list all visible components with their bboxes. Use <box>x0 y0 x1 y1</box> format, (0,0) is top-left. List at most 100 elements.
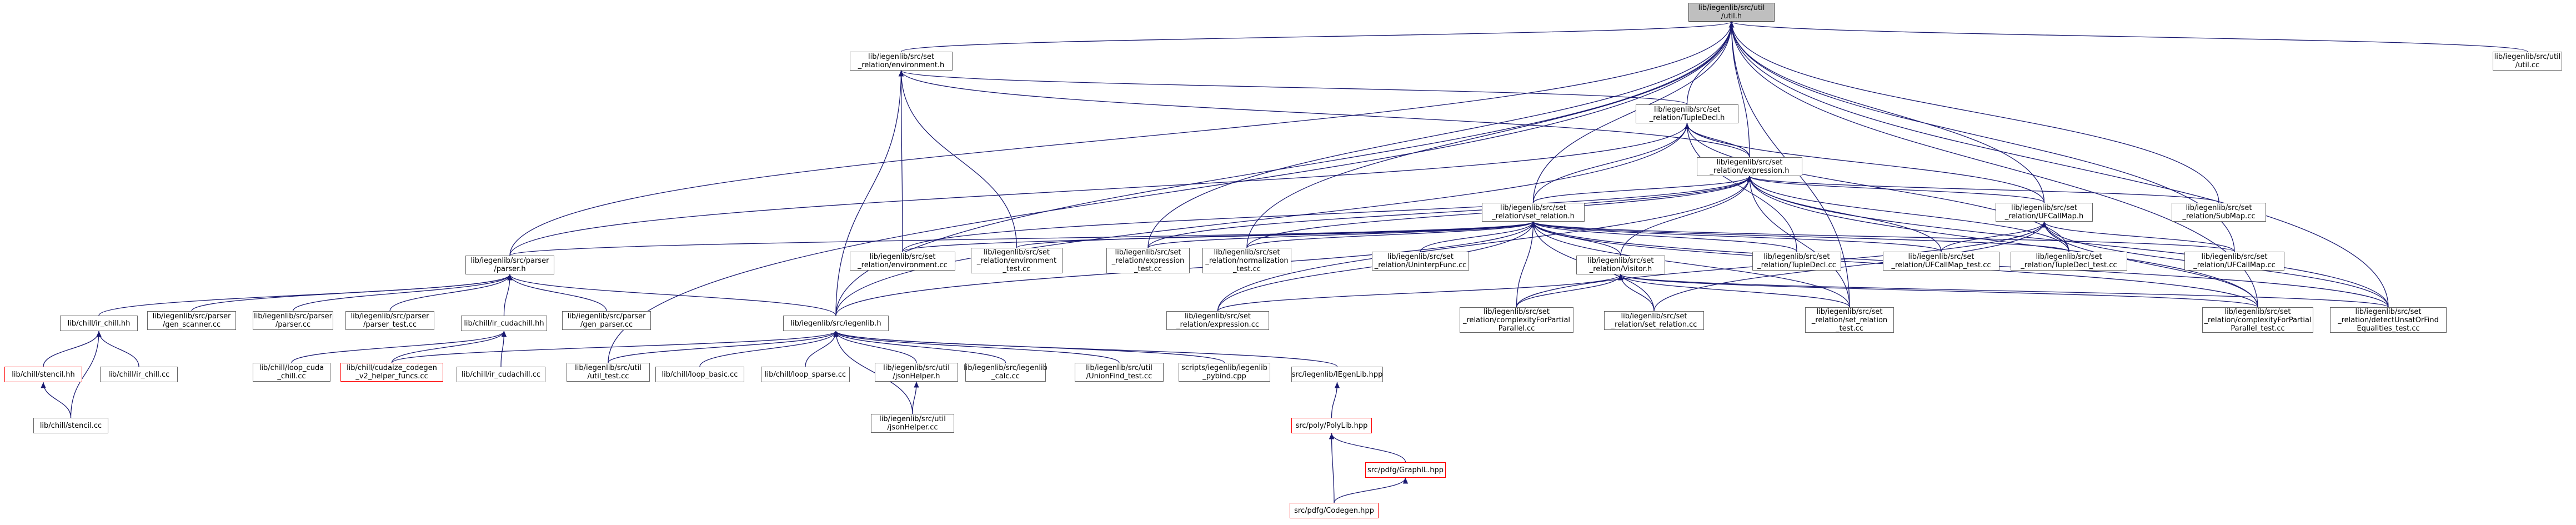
edge-cudachill-cc-to-cudachill-hh <box>500 331 507 367</box>
edge-expression-h-to-env-h <box>899 70 1750 158</box>
graph-node-ufcm-cc[interactable]: lib/iegenlib/src/set _relation/UFCallMap… <box>2184 252 2284 271</box>
graph-node-env-cc[interactable]: lib/iegenlib/src/set _relation/environme… <box>850 252 955 271</box>
graph-node-gen-scanner-cc[interactable]: lib/iegenlib/src/parser /gen_scanner.cc <box>147 311 236 330</box>
graph-node-label: src/pdfg/Codegen.hpp <box>1294 506 1374 515</box>
graph-node-jsonhelper-h[interactable]: lib/iegenlib/src/util /jsonHelper.h <box>875 363 958 382</box>
graph-node-codegen-hpp[interactable]: src/pdfg/Codegen.hpp <box>1290 503 1379 518</box>
edge-unionfind-cc-to-iegenlib-h <box>833 331 1120 363</box>
graph-node-tupledecl-test-cc[interactable]: lib/iegenlib/src/set _relation/TupleDecl… <box>2011 252 2127 271</box>
graph-node-label: lib/chill/loop_sparse.cc <box>764 370 846 379</box>
graph-node-stencil-hh[interactable]: lib/chill/stencil.hh <box>4 367 82 382</box>
graph-node-visitor-h[interactable]: lib/iegenlib/src/set _relation/Visitor.h <box>1576 256 1665 274</box>
graph-node-calc-cc[interactable]: lib/iegenlib/src/iegenlib _calc.cc <box>964 363 1048 382</box>
graph-node-label: lib/iegenlib/src/set _relation/UFCallMap… <box>2193 253 2276 269</box>
graph-node-unionfind-cc[interactable]: lib/iegenlib/src/util /UnionFind_test.cc <box>1075 363 1164 382</box>
graph-node-label: lib/iegenlib/src/set _relation/expressio… <box>1111 248 1185 273</box>
edge-codegen-hpp-to-graphil-hpp <box>1334 477 1409 503</box>
graph-node-util-cc[interactable]: lib/iegenlib/src/util /util.cc <box>2493 52 2562 71</box>
edge-setrel-test-cc-to-visitor-h <box>1618 274 1850 308</box>
graph-node-parser-test-cc[interactable]: lib/iegenlib/src/parser /parser_test.cc <box>345 311 434 330</box>
graph-node-submap-cc[interactable]: lib/iegenlib/src/set _relation/SubMap.cc <box>2172 203 2266 222</box>
graph-node-pybind-cpp[interactable]: scripts/iegenlib/iegenlib _pybind.cpp <box>1179 363 1270 382</box>
graph-node-label: src/poly/PolyLib.hpp <box>1295 421 1368 430</box>
graph-node-label: lib/iegenlib/src/set _relation/normaliza… <box>1205 248 1289 273</box>
edge-tupledecl-h-to-util-h <box>1686 21 1735 105</box>
graph-node-uficallmap-h[interactable]: lib/iegenlib/src/set _relation/UFCallMap… <box>1996 203 2093 222</box>
graph-node-loop-basic-cc[interactable]: lib/chill/loop_basic.cc <box>655 367 744 382</box>
edge-polylib-hpp-to-iegenlib-hpp <box>1331 382 1340 418</box>
edge-complexity-test-cc-to-expression-h <box>1747 176 2258 308</box>
edge-cudaize-cc-to-cudachill-hh <box>391 331 507 363</box>
edge-expression-cc-to-visitor-h <box>1217 274 1623 312</box>
graph-node-util-h[interactable]: lib/iegenlib/src/util /util.h <box>1688 3 1775 22</box>
graph-node-gen-parser-cc[interactable]: lib/iegenlib/src/parser /gen_parser.cc <box>562 311 651 330</box>
graph-node-complexity-test-cc[interactable]: lib/iegenlib/src/set _relation/complexit… <box>2202 307 2313 333</box>
edge-ufcm-test-cc-to-setrel-h <box>1531 221 1942 252</box>
graph-node-tupledecl-h[interactable]: lib/iegenlib/src/set _relation/TupleDecl… <box>1636 104 1738 123</box>
graph-node-ir-chill-cc[interactable]: lib/chill/ir_chill.cc <box>100 367 178 382</box>
graph-node-expr-test-cc[interactable]: lib/iegenlib/src/set _relation/expressio… <box>1106 248 1190 273</box>
graph-node-label: lib/iegenlib/src/util /util.h <box>1698 4 1765 21</box>
edge-expr-test-cc-to-expression-h <box>1147 176 1752 248</box>
edge-setrel-test-cc-to-setrel-h <box>1530 221 1850 308</box>
graph-node-polylib-hpp[interactable]: src/poly/PolyLib.hpp <box>1291 418 1372 433</box>
graph-node-iegenlib-h[interactable]: lib/iegenlib/src/iegenlib.h <box>783 316 889 331</box>
graph-node-loop-cuda-cc[interactable]: lib/chill/loop_cuda _chill.cc <box>253 363 330 382</box>
graph-node-setrel-test-cc[interactable]: lib/iegenlib/src/set _relation/set_relat… <box>1805 307 1894 333</box>
graph-node-label: lib/chill/stencil.cc <box>39 421 102 430</box>
edge-util-test-cc-to-util-h <box>608 21 1735 363</box>
edge-expr-test-cc-to-util-h <box>1147 21 1735 248</box>
graph-node-label: lib/iegenlib/src/util /jsonHelper.cc <box>879 415 946 432</box>
graph-node-loop-sparse-cc[interactable]: lib/chill/loop_sparse.cc <box>761 367 850 382</box>
graph-node-cudachill-hh[interactable]: lib/chill/ir_cudachill.hh <box>461 316 547 331</box>
graph-node-label: lib/iegenlib/src/parser /gen_scanner.cc <box>152 312 231 329</box>
graph-node-expression-cc[interactable]: lib/iegenlib/src/set _relation/expressio… <box>1166 311 1269 330</box>
graph-node-graphil-hpp[interactable]: src/pdfg/GraphIL.hpp <box>1365 462 1446 478</box>
graph-node-stencil-cc[interactable]: lib/chill/stencil.cc <box>33 418 108 433</box>
edge-iegenlib-hpp-to-iegenlib-h <box>833 331 1338 367</box>
graph-node-label: lib/iegenlib/src/set _relation/set_relat… <box>1492 204 1575 221</box>
edge-ufcm-cc-to-uficallmap-h <box>2041 221 2235 252</box>
graph-node-ufcm-test-cc[interactable]: lib/iegenlib/src/set _relation/UFCallMap… <box>1883 252 1999 271</box>
graph-node-cudaize-cc[interactable]: lib/chill/cudaize_codegen _v2_helper_fun… <box>340 363 443 382</box>
graph-node-complexity-cc[interactable]: lib/iegenlib/src/set _relation/complexit… <box>1460 307 1573 333</box>
edge-parser-h-to-tupledecl-h <box>509 123 1690 256</box>
edge-setrel-h-to-util-h <box>1532 21 1735 203</box>
graph-node-detect-cc[interactable]: lib/iegenlib/src/set _relation/detectUns… <box>2330 307 2447 333</box>
edge-parser-test-cc-to-parser-h <box>389 274 513 312</box>
edge-tupledecl-test-cc-to-expression-h <box>1747 176 2069 252</box>
edge-loop-basic-cc-to-iegenlib-h <box>699 331 839 367</box>
graph-node-label: lib/iegenlib/src/set _relation/environme… <box>858 253 948 269</box>
graph-node-label: lib/chill/stencil.hh <box>12 370 75 379</box>
graph-node-parser-cc[interactable]: lib/iegenlib/src/parser /parser.cc <box>253 311 333 330</box>
edge-parser-cc-to-parser-h <box>292 274 513 312</box>
graph-node-label: lib/iegenlib/src/set _relation/TupleDecl… <box>2021 253 2117 269</box>
edge-ir-chill-cc-to-chill-h <box>96 331 139 367</box>
graph-node-jsonhelper-cc[interactable]: lib/iegenlib/src/util /jsonHelper.cc <box>871 414 954 433</box>
edge-complexity-test-cc-to-uficallmap-h <box>2041 221 2258 308</box>
edge-stencil-hh-to-chill-h <box>43 331 102 367</box>
graph-node-label: lib/iegenlib/src/set _relation/expressio… <box>1710 158 1790 175</box>
graph-node-label: lib/iegenlib/src/set _relation/complexit… <box>1462 307 1571 333</box>
graph-node-setrel-h[interactable]: lib/iegenlib/src/set _relation/set_relat… <box>1482 203 1585 222</box>
graph-node-parser-h[interactable]: lib/iegenlib/src/parser /parser.h <box>465 256 554 274</box>
edge-iegenlib-h-to-tupledecl-h <box>835 123 1690 316</box>
graph-node-norm-test-cc[interactable]: lib/iegenlib/src/set _relation/normaliza… <box>1202 248 1291 273</box>
edge-uninterp-cc-to-setrel-h <box>1420 221 1536 252</box>
edge-util-test-cc-to-iegenlib-h <box>608 331 839 363</box>
graph-node-util-test-cc[interactable]: lib/iegenlib/src/util /util_test.cc <box>567 363 650 382</box>
graph-node-env-h[interactable]: lib/iegenlib/src/set _relation/environme… <box>850 52 953 71</box>
graph-node-label: lib/iegenlib/src/set _relation/set_relat… <box>1811 307 1888 333</box>
edge-env-cc-to-setrel-h <box>902 221 1536 252</box>
graph-node-cudachill-cc[interactable]: lib/chill/ir_cudachill.cc <box>457 367 545 382</box>
edge-norm-test-cc-to-util-h <box>1246 21 1735 248</box>
graph-node-label: lib/chill/ir_cudachill.hh <box>464 319 544 328</box>
graph-node-setrel-cc[interactable]: lib/iegenlib/src/set _relation/set_relat… <box>1604 311 1704 330</box>
graph-node-tupledecl-cc[interactable]: lib/iegenlib/src/set _relation/TupleDecl… <box>1752 252 1841 271</box>
edge-jsonhelper-cc-to-jsonhelper-h <box>912 381 919 414</box>
graph-node-chill-h[interactable]: lib/chill/ir_chill.hh <box>60 316 138 331</box>
graph-node-env-test-cc[interactable]: lib/iegenlib/src/set _relation/environme… <box>971 248 1063 273</box>
graph-node-uninterp-cc[interactable]: lib/iegenlib/src/set _relation/UninterpF… <box>1372 252 1469 271</box>
graph-node-iegenlib-hpp[interactable]: src/iegenlib/IEgenLib.hpp <box>1291 367 1383 382</box>
graph-node-expression-h[interactable]: lib/iegenlib/src/set _relation/expressio… <box>1697 157 1802 176</box>
